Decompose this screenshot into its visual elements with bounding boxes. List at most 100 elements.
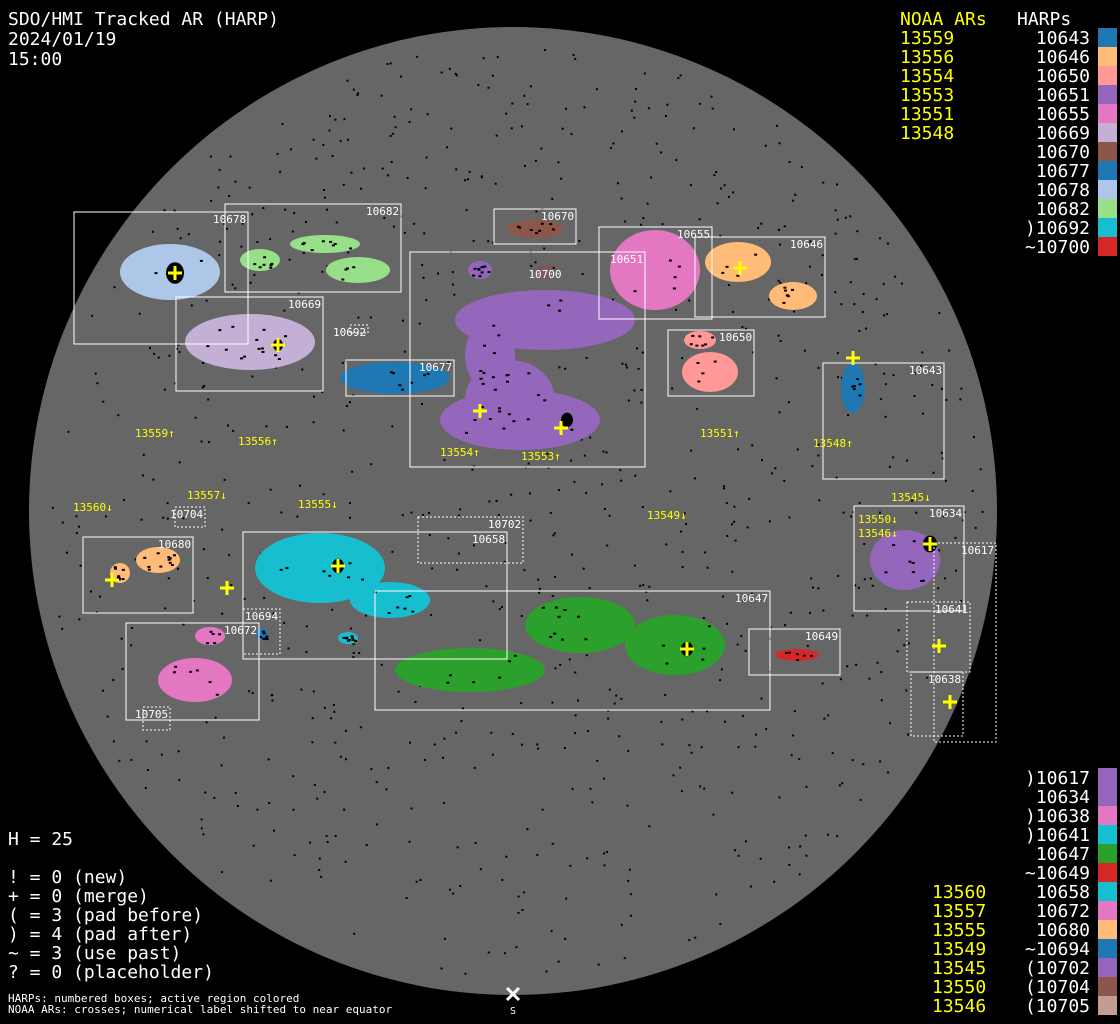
spot (888, 465, 891, 468)
sunspot (538, 229, 542, 232)
spot (285, 425, 288, 428)
spot (348, 401, 351, 404)
sunspot (713, 360, 717, 363)
active-region (610, 230, 700, 310)
spot (554, 575, 557, 578)
spot (725, 502, 728, 505)
spot (494, 182, 497, 185)
spot (688, 744, 691, 747)
sunspot (284, 335, 288, 338)
spot (500, 606, 503, 609)
noaa-label: 13553↑ (521, 450, 561, 463)
spot (104, 515, 107, 518)
harp-legend-item: )10638 (1024, 806, 1090, 827)
spot (620, 197, 623, 200)
spot (529, 519, 532, 522)
sunspot (322, 570, 326, 573)
spot (635, 87, 638, 90)
spot (702, 617, 705, 620)
spot (321, 270, 324, 273)
harp-color-swatch (1098, 901, 1117, 920)
spot (601, 483, 604, 486)
spot (869, 577, 872, 580)
spot (403, 350, 406, 353)
spot (229, 155, 232, 158)
spot (223, 478, 226, 481)
spot (243, 597, 246, 600)
spot (454, 72, 457, 75)
spot (292, 808, 295, 811)
spot (937, 587, 940, 590)
sunspot (215, 693, 219, 696)
spot (715, 893, 718, 896)
spot (688, 939, 691, 942)
sunspot (698, 335, 702, 338)
spot (779, 340, 782, 343)
spot (331, 154, 334, 157)
sunspot (493, 388, 497, 391)
spot (360, 187, 363, 190)
harp-box-outline (538, 266, 552, 277)
spot (921, 412, 924, 415)
spot (737, 854, 740, 857)
harp-legend-item: (10705 (1024, 996, 1090, 1017)
sunspot (159, 565, 163, 568)
spot (647, 107, 650, 110)
sunspot (858, 394, 862, 397)
spot (774, 467, 777, 470)
spot (318, 857, 321, 860)
spot (779, 243, 782, 246)
spot (347, 138, 350, 141)
harp-box-outline (906, 601, 971, 673)
spot (865, 327, 868, 330)
spot (589, 787, 592, 790)
spot (627, 879, 630, 882)
spot (839, 678, 842, 681)
sunspot (810, 654, 814, 657)
spot (710, 95, 713, 98)
spot (834, 209, 837, 212)
spot (272, 612, 275, 615)
harp-box: 10700 (528, 266, 562, 281)
spot (177, 750, 180, 753)
sunspot (262, 328, 266, 331)
sunspot (677, 265, 681, 268)
spot (65, 551, 68, 554)
spot (312, 421, 315, 424)
spot (263, 596, 266, 599)
spot (752, 351, 755, 354)
spot (733, 520, 736, 523)
spot (428, 533, 431, 536)
spot (836, 352, 839, 355)
spot (302, 251, 305, 254)
harp-color-swatch (1098, 806, 1117, 825)
sunspot (274, 354, 278, 357)
sunspot (543, 399, 547, 402)
spot (596, 759, 599, 762)
sunspot (787, 651, 791, 654)
spot (517, 895, 520, 898)
spot (394, 126, 397, 129)
spot (530, 264, 533, 267)
spot (174, 382, 177, 385)
spot (695, 407, 698, 410)
spot (921, 351, 924, 354)
spot (793, 310, 796, 313)
active-region (136, 547, 180, 573)
spot (634, 474, 637, 477)
sunspot (707, 625, 711, 628)
spot (732, 191, 735, 194)
spot (551, 197, 554, 200)
spot (799, 845, 802, 848)
spot (805, 854, 808, 857)
noaa-crosses (105, 261, 957, 709)
sunspot (908, 560, 912, 563)
spot (279, 170, 282, 173)
spot (424, 758, 427, 761)
spot (932, 471, 935, 474)
spot (798, 873, 801, 876)
sunspot (411, 610, 415, 613)
spot (783, 624, 786, 627)
spot (972, 435, 975, 438)
spot (572, 53, 575, 56)
